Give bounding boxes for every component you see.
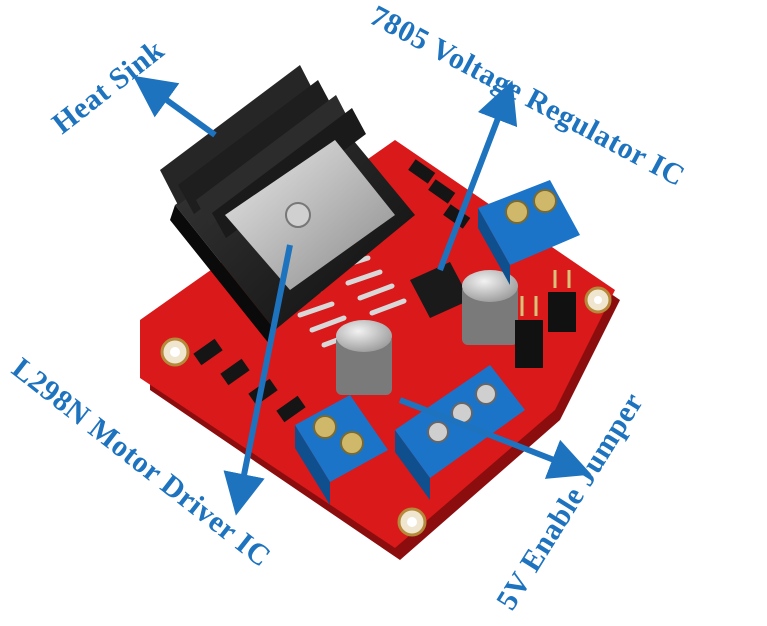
- heat-sink-arrow: [132, 75, 217, 138]
- smd-diodes: [408, 159, 471, 229]
- jumper-arrow: [398, 397, 592, 479]
- capacitor: [462, 270, 518, 345]
- mounting-hole: [397, 507, 427, 537]
- mounting-hole: [584, 286, 612, 314]
- jumper-header: [515, 270, 576, 368]
- screw-terminal: [478, 180, 580, 285]
- driver-ic-arrow: [223, 244, 293, 516]
- screw-terminal: [295, 395, 388, 505]
- regulator-arrow: [437, 80, 518, 272]
- heat-sink: [160, 65, 415, 345]
- capacitor: [336, 320, 392, 395]
- mounting-hole: [160, 337, 190, 367]
- voltage-regulator-chip: [410, 262, 470, 318]
- mounting-screw: [285, 202, 311, 228]
